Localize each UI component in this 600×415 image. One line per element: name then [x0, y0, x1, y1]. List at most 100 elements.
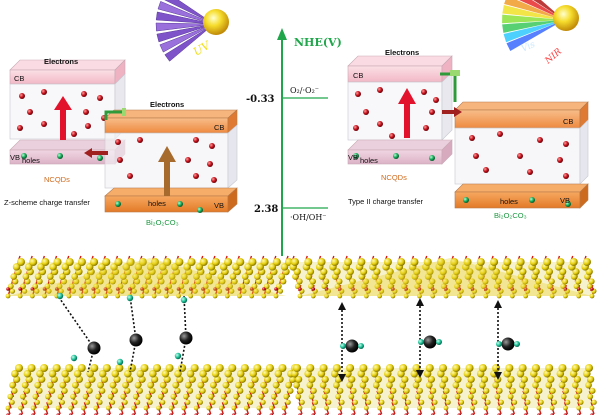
bi-atom: [585, 381, 592, 389]
bi-atom: [237, 387, 244, 394]
bi-atom: [405, 399, 411, 405]
bi-atom: [506, 268, 514, 276]
o-atom: [484, 287, 488, 291]
bi-atom: [68, 405, 74, 411]
o-atom: [590, 287, 594, 291]
bi-atom: [229, 273, 237, 280]
bi-atom: [161, 387, 169, 394]
bi-atom: [253, 364, 262, 372]
level-couple: ·OH/OH⁻: [290, 213, 327, 222]
bi-atom: [333, 381, 340, 389]
bi-atom: [587, 393, 594, 400]
bi-atom: [151, 293, 157, 299]
o-atom: [537, 287, 541, 291]
bi-atom: [11, 387, 18, 394]
bi-name: Bi₂O₂CO₃: [494, 211, 527, 220]
bi-atom: [560, 393, 567, 400]
vis-ray: [533, 0, 564, 20]
bi-atom: [233, 393, 239, 400]
bi-atom: [476, 258, 485, 266]
ncqd-name: NCQDs: [44, 175, 70, 184]
bi-atom: [588, 278, 595, 285]
uv-rays-icon: [155, 0, 215, 62]
bi-atom: [430, 293, 436, 299]
bi-atom: [363, 387, 370, 394]
bi-atom: [522, 278, 529, 285]
vis-ray: [502, 5, 564, 20]
hole-dot: [565, 201, 571, 207]
uv-ray: [157, 1, 215, 25]
bi-atom: [456, 387, 463, 394]
bi-atom: [160, 399, 166, 405]
bi-atom: [559, 268, 567, 276]
o-atom: [237, 287, 242, 291]
bi-atom: [212, 387, 219, 394]
bi-atom: [379, 399, 385, 405]
bi-atom: [144, 273, 152, 280]
o-atom: [430, 287, 435, 291]
adsorbate-atom: [180, 296, 188, 304]
bi-atom: [350, 387, 357, 394]
o-atom: [6, 287, 10, 291]
bi-atom: [188, 293, 194, 299]
bi-atom: [389, 278, 396, 285]
bi-atom: [372, 364, 381, 372]
bi-atom: [77, 364, 86, 372]
bi-atom: [127, 364, 136, 372]
bi-atom: [168, 288, 174, 294]
bi-atom: [36, 387, 43, 394]
bi-atom: [170, 278, 177, 285]
bi-atom: [155, 288, 162, 294]
bi-atom: [83, 273, 91, 280]
bi-atom: [34, 399, 40, 405]
bi-atom: [129, 283, 136, 290]
crystal-slab: [5, 364, 299, 415]
bi-atom: [278, 364, 287, 372]
electron-dot: [497, 131, 503, 137]
bond: [259, 402, 263, 409]
bi-atom: [534, 393, 541, 400]
arrow-head-icon: [494, 300, 502, 308]
bi-atom: [324, 293, 329, 299]
bi-atom: [72, 399, 78, 405]
bi-atom: [241, 273, 249, 280]
o-atom: [128, 287, 132, 291]
bi-atom: [201, 375, 209, 383]
o-atom: [140, 287, 144, 291]
bi-atom: [308, 375, 316, 383]
bi-atom: [180, 273, 188, 280]
ncqd-box-right: Electrons CB VB holes NCQDs: [347, 48, 453, 182]
bi-atom: [439, 364, 447, 372]
bi-atom: [58, 288, 64, 294]
bi-atom: [50, 375, 58, 383]
nhe-axis: NHE(V) -0.33 O₂/·O₂⁻ 2.38 ·OH/OH⁻: [246, 28, 342, 256]
bi-atom: [136, 369, 145, 378]
level-couple: O₂/·O₂⁻: [290, 86, 319, 95]
hole-dot: [353, 153, 359, 159]
bi-atom: [142, 283, 148, 290]
o-atom: [523, 287, 528, 291]
bi-atom: [365, 399, 372, 405]
bi-atom: [215, 364, 224, 372]
bi-atom: [120, 393, 127, 400]
bi-atom: [532, 381, 539, 389]
bi-atom: [48, 369, 57, 378]
bi-atom: [321, 375, 329, 383]
bi-atom: [432, 399, 438, 405]
bi-atom: [529, 258, 538, 266]
bi-atom: [134, 399, 141, 405]
bi-atom: [209, 381, 217, 389]
bi-atom: [564, 399, 571, 405]
bi-atom: [11, 369, 19, 378]
bi-atom: [467, 375, 475, 383]
bi-atom: [122, 381, 129, 389]
bi-atom: [274, 387, 281, 394]
bi-atom: [10, 273, 18, 280]
adsorbate-atom: [174, 352, 182, 360]
bi-atom: [151, 258, 159, 266]
o-atom: [67, 287, 71, 291]
bi-atom: [194, 278, 202, 285]
bi-atom: [9, 399, 15, 405]
bi-atom: [469, 278, 476, 285]
